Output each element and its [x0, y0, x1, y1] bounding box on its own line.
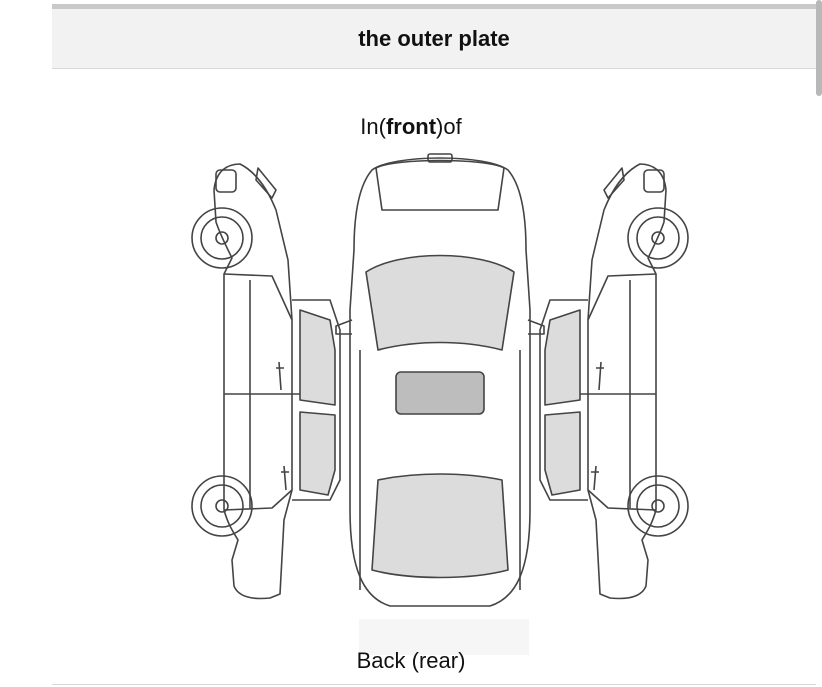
front-label-suffix: )of [436, 114, 462, 139]
front-label: In(front)of [0, 114, 822, 140]
left-side-view[interactable] [191, 163, 341, 600]
top-view[interactable] [335, 153, 545, 607]
section-header: the outer plate [52, 9, 816, 69]
front-label-bold: front [385, 114, 437, 139]
back-label: Back (rear) [356, 648, 466, 673]
right-side-view[interactable] [539, 163, 689, 600]
back-rear-button[interactable] [359, 619, 529, 655]
car-outline-diagram[interactable] [180, 150, 700, 615]
top-divider [52, 4, 822, 9]
section-title: the outer plate [358, 25, 510, 51]
scrollbar-thumb[interactable] [816, 0, 822, 96]
front-label-prefix: In( [360, 114, 386, 139]
bottom-divider [52, 684, 816, 685]
